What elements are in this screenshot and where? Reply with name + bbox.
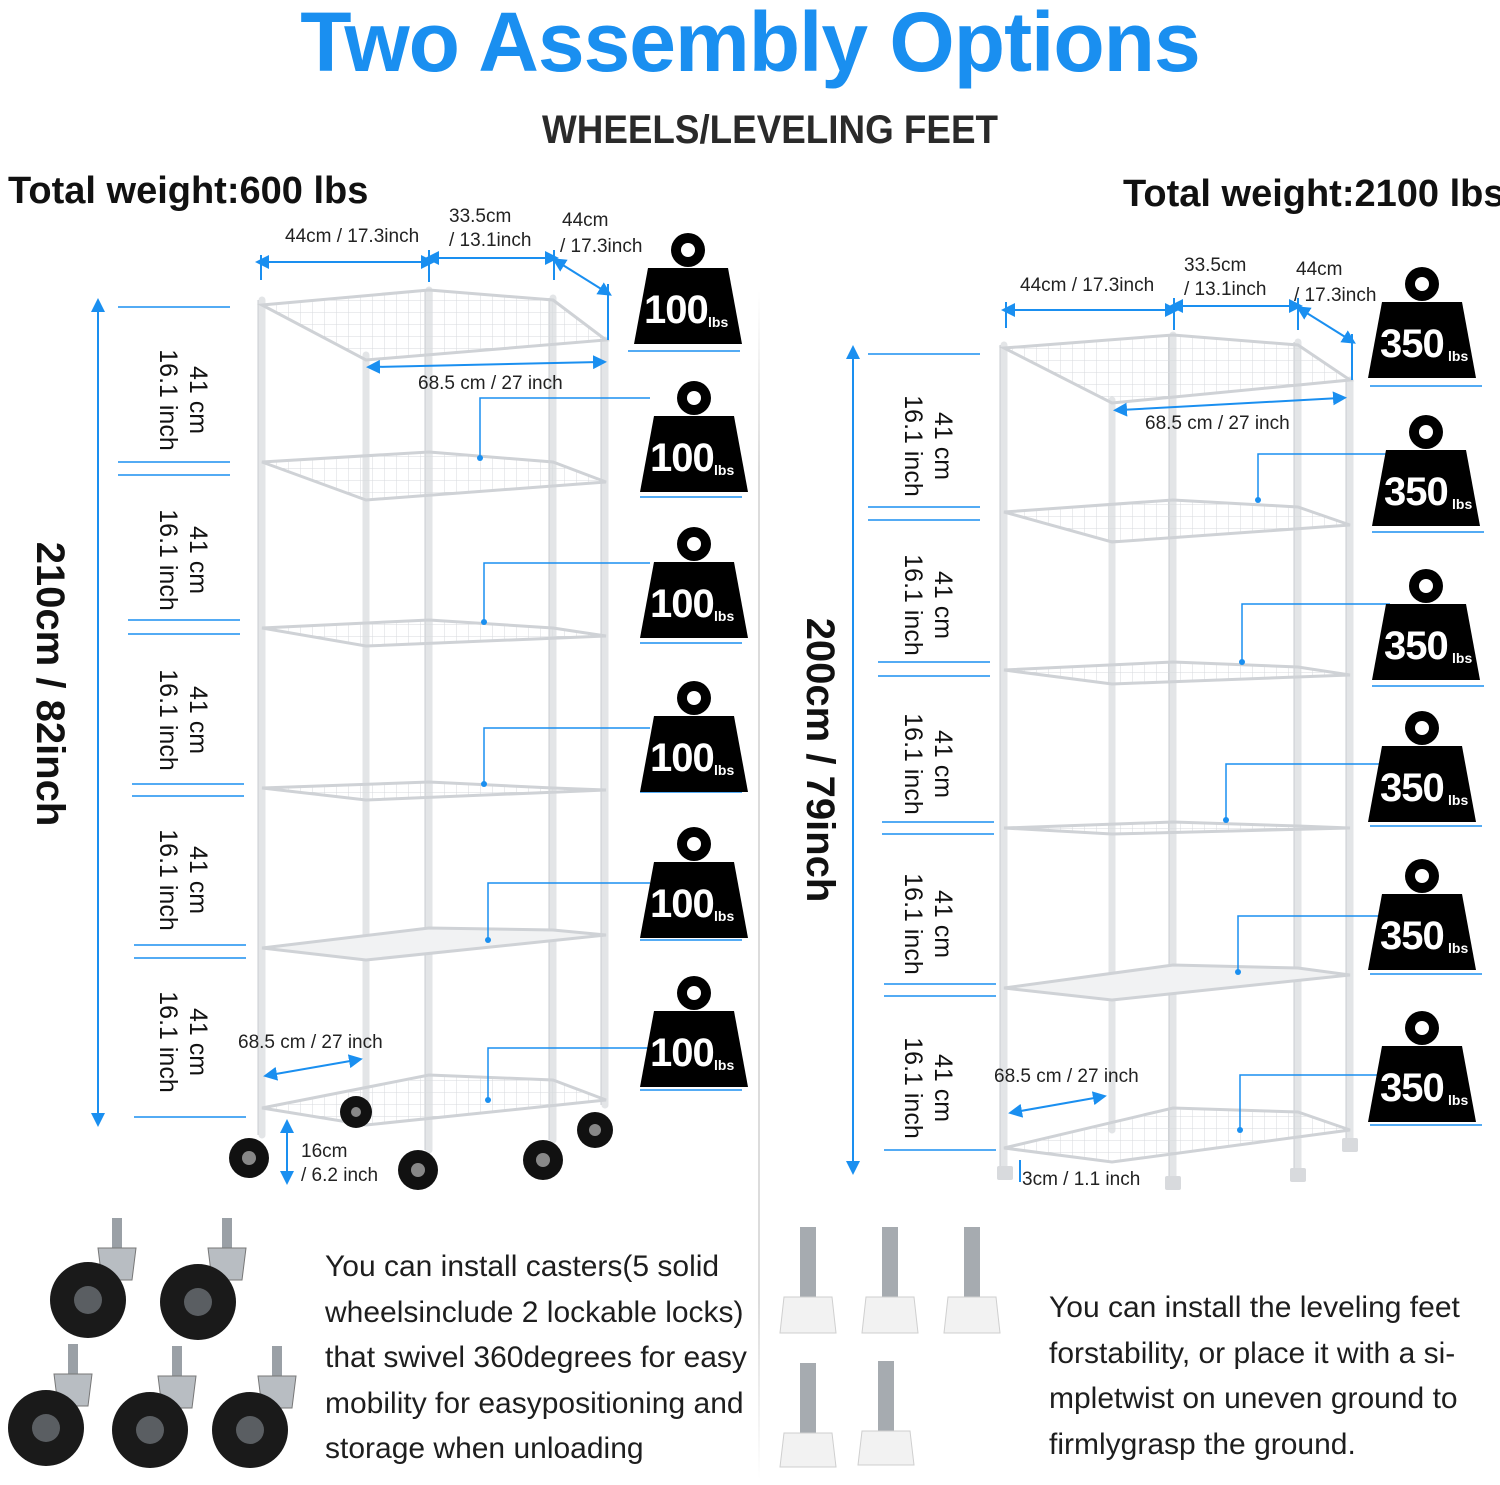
left-width-b-in-label: / 13.1inch: [449, 230, 532, 251]
left-tier-spacing-3: 41 cm 16.1 inch: [154, 669, 212, 771]
leveling-feet-description: You can install the leveling feet forsta…: [1049, 1291, 1460, 1461]
right-leveling-feet-on-shelf: [997, 1138, 1358, 1190]
right-weight-icon-5: 350 lbs: [1366, 858, 1478, 978]
left-wheel-height-cm-label: 16cm: [301, 1141, 348, 1162]
left-diagonal-top-label: 68.5 cm / 27 inch: [418, 373, 563, 394]
right-tier-spacing-1: 41 cm 16.1 inch: [899, 395, 957, 497]
caster-wheel-icon: [212, 1346, 297, 1468]
right-tier-spacing-4: 41 cm 16.1 inch: [899, 873, 957, 975]
left-weight-icon-1: 100 lbs: [632, 232, 744, 352]
right-tier-spacing-3: 41 cm 16.1 inch: [899, 713, 957, 815]
casters-description: You can install casters(5 solid wheelsin…: [325, 1250, 747, 1465]
right-width-a-label: 44cm / 17.3inch: [1020, 275, 1155, 296]
right-diagonal-top-label: 68.5 cm / 27 inch: [1145, 413, 1290, 434]
left-total-weight: Total weight:600 lbs: [8, 170, 369, 212]
left-shelves: [256, 288, 611, 1127]
left-tier-spacing-5: 41 cm 16.1 inch: [154, 991, 212, 1093]
leveling-foot-icon: [779, 1363, 837, 1468]
left-weight-icon-3: 100 lbs: [638, 526, 750, 646]
left-width-c-cm-label: 44cm: [562, 210, 609, 231]
right-width-b-cm-label: 33.5cm: [1184, 255, 1247, 276]
right-tier-spacing-5: 41 cm 16.1 inch: [899, 1037, 957, 1139]
left-weight-icon-6: 100 lbs: [638, 975, 750, 1095]
right-tier-spacing-2: 41 cm 16.1 inch: [899, 554, 957, 656]
right-weight-icon-1: 350 lbs: [1366, 266, 1478, 386]
page-subtitle: WHEELS/LEVELING FEET: [542, 108, 998, 152]
caster-wheel-icon: [50, 1218, 137, 1338]
right-foot-height-label: 3cm / 1.1 inch: [1022, 1169, 1141, 1190]
left-weight-icon-4: 100 lbs: [638, 680, 750, 800]
right-width-c-cm-label: 44cm: [1296, 259, 1343, 280]
leveling-foot-icon: [943, 1227, 1001, 1334]
right-shelf-illustration: [846, 298, 1484, 1190]
left-width-a-label: 44cm / 17.3inch: [285, 226, 420, 247]
left-width-c-in-label: / 17.3inch: [560, 236, 643, 257]
casters-photo: [8, 1218, 297, 1468]
right-weight-icon-2: 350 lbs: [1370, 414, 1482, 534]
left-diagonal-bottom-label: 68.5 cm / 27 inch: [238, 1032, 383, 1053]
leveling-feet-photo: [779, 1227, 1001, 1468]
left-tier-spacing-1: 41 cm 16.1 inch: [154, 349, 212, 451]
leveling-foot-icon: [861, 1227, 919, 1334]
left-shelf-illustration: [91, 250, 742, 1190]
caster-wheel-icon: [8, 1344, 93, 1466]
right-width-c-in-label: / 17.3inch: [1294, 285, 1377, 306]
leveling-foot-icon: [779, 1227, 837, 1334]
left-casters: [229, 1096, 613, 1190]
page-title: Two Assembly Options: [300, 0, 1200, 89]
caster-wheel-icon: [160, 1218, 247, 1340]
left-tier-spacing-4: 41 cm 16.1 inch: [154, 829, 212, 931]
right-diagonal-bottom-label: 68.5 cm / 27 inch: [994, 1066, 1139, 1087]
leveling-foot-icon: [857, 1361, 915, 1466]
right-total-weight: Total weight:2100 lbs: [1123, 173, 1500, 215]
right-shelves: [998, 333, 1355, 1164]
right-weight-icon-6: 350 lbs: [1366, 1010, 1478, 1130]
right-width-b-in-label: / 13.1inch: [1184, 279, 1267, 300]
section-divider: [758, 290, 760, 1480]
left-weight-icon-5: 100 lbs: [638, 826, 750, 946]
left-width-b-cm-label: 33.5cm: [449, 206, 512, 227]
right-weight-icon-4: 350 lbs: [1366, 710, 1478, 830]
left-wheel-height-in-label: / 6.2 inch: [301, 1165, 379, 1186]
right-weight-icon-3: 350 lbs: [1370, 568, 1482, 688]
caster-wheel-icon: [112, 1346, 197, 1468]
left-weight-icon-2: 100 lbs: [638, 380, 750, 500]
left-height-label: 210cm / 82inch: [28, 541, 72, 827]
left-tier-spacing-2: 41 cm 16.1 inch: [154, 509, 212, 611]
right-height-label: 200cm / 79inch: [798, 617, 842, 903]
